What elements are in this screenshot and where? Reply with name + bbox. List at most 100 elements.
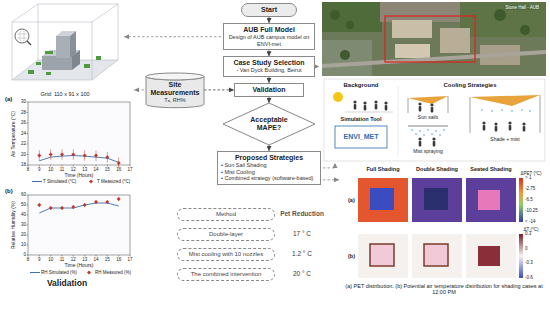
cylinder-body [146, 76, 204, 107]
model-3d-illustration-part-part [17, 38, 27, 39]
node-heading: Site Measurements [149, 81, 201, 97]
cooling-strategies-panel-part [345, 112, 393, 113]
figure-caption: (a) PET distribution. (b) Potential air … [344, 283, 544, 296]
model-3d-illustration-part-part [46, 72, 51, 75]
leader-line [317, 66, 319, 67]
diamond-text-holder: Acceptable MAPE? [246, 116, 292, 132]
legend-item: RH Measured (%) [84, 270, 131, 275]
node-heading: Case Study Selection [227, 59, 311, 67]
model-3d-illustration-part-part [92, 4, 118, 22]
tick-label: 20 [21, 232, 26, 237]
axis-tick [107, 255, 108, 257]
tick-label: 26 [21, 120, 26, 125]
cooling-strategies-panel-part [411, 129, 445, 136]
satellite-map-part-part [520, 25, 530, 35]
axis-tick [27, 215, 29, 216]
tick-label: 17 [127, 167, 132, 172]
measured-point [83, 154, 87, 158]
pet-distribution-panel-part [466, 178, 516, 222]
measured-point [105, 155, 109, 159]
axis-tick [27, 102, 29, 103]
cooling-strategies-panel-part-part [448, 96, 449, 113]
colorbar-title: ΔT (°C) [524, 227, 539, 232]
tick-label: 8 [27, 167, 30, 172]
legend-text: RH Measured (%) [95, 270, 131, 275]
satellite-map-part [322, 40, 372, 76]
node-heading: Validation [238, 86, 300, 94]
legend-sample [30, 270, 40, 275]
satellite-map-part [440, 28, 470, 53]
model-3d-illustration-part [12, 4, 118, 80]
cooling-strategies-panel-part [335, 126, 387, 148]
cooling-strategies-panel-part-part [418, 137, 421, 146]
icon-caption: Shade + mist [490, 137, 519, 143]
axis-tick [84, 255, 85, 257]
table-cell: 20 ° C [293, 270, 311, 277]
leader-line [323, 179, 339, 180]
colorbar-tick: 0.3 [525, 231, 531, 236]
tick-label: 14 [93, 257, 98, 262]
model-3d-illustration-part-part [24, 31, 25, 41]
axis-tick [50, 255, 51, 257]
satellite-map-part [395, 44, 430, 58]
cooling-strategies-panel-part-part [501, 109, 503, 111]
table-cell: 1.2 ° C [292, 250, 312, 257]
cooling-strategies-panel-part [418, 102, 433, 112]
panel-letter: (b) [5, 188, 13, 195]
model-3d-illustration-part [17, 31, 27, 41]
measured-point [71, 205, 75, 209]
flow-connector [204, 89, 234, 90]
colorbar-tick: -0.6 [525, 275, 533, 280]
cooling-strategies-panel-part-part [508, 121, 511, 130]
pet-distribution-panel [358, 178, 523, 278]
axis-title: Time (Hours) [65, 173, 94, 179]
axis-tick [62, 165, 63, 167]
process-box: Proposed Strategies• Sun Sail Shading• M… [217, 151, 321, 185]
cooling-strategies-panel-part-part [430, 103, 433, 112]
pet-distribution-panel-part [466, 234, 516, 278]
cooling-strategies-panel-part-part [491, 110, 493, 112]
model-3d-illustration-part-part [17, 34, 27, 35]
panel-letter: (a) [5, 96, 12, 103]
axis-tick [27, 144, 29, 145]
model-3d-illustration-part-part [12, 60, 38, 80]
axis-tick [73, 255, 74, 257]
section-title: Validation [47, 279, 87, 289]
axis-tick [27, 255, 29, 256]
pet-distribution-panel-part [412, 178, 462, 222]
cooling-strategies-panel-part-part [482, 121, 485, 130]
cylinder-top [146, 73, 204, 80]
node-heading: Proposed Strategies [221, 154, 317, 162]
axis-tick [84, 165, 85, 167]
panel-heading: Cooling Strategies [443, 82, 496, 89]
cooling-strategies-panel-part-part [408, 98, 409, 113]
tick-label: 12 [71, 167, 76, 172]
node-heading: The combined intervention [181, 271, 271, 278]
axis-tick [130, 165, 131, 167]
column-title: Double Shading [416, 166, 458, 172]
measured-point [94, 200, 98, 204]
legend-diamond [87, 271, 91, 275]
cooling-strategies-panel-part [353, 100, 387, 110]
colorbar-tick: -6.5 [525, 197, 533, 202]
leader-line [323, 163, 335, 168]
model-3d-illustration-part-part [12, 4, 38, 22]
model-3d-illustration-part [28, 51, 101, 75]
model-3d-illustration-part-part [28, 70, 34, 74]
satellite-map-part-part [494, 9, 506, 21]
tick-label: 10 [48, 257, 53, 262]
legend-line [32, 181, 42, 182]
data-cylinder: Site MeasurementsTₐ, RH% [146, 73, 204, 108]
axis-tick [62, 255, 63, 257]
column-title: Seated Shading [470, 166, 511, 172]
panel-heading: Background [343, 82, 378, 89]
tick-label: 12 [71, 257, 76, 262]
satellite-map-part [322, 2, 546, 76]
axis-tick [27, 123, 29, 124]
legend-sample [84, 270, 94, 275]
model-3d-illustration-part [15, 29, 29, 43]
axis-tick [27, 195, 29, 196]
node-heading: AUB Full Model [227, 26, 311, 34]
leader-line [134, 89, 144, 90]
pet-distribution-panel-part [478, 246, 500, 266]
